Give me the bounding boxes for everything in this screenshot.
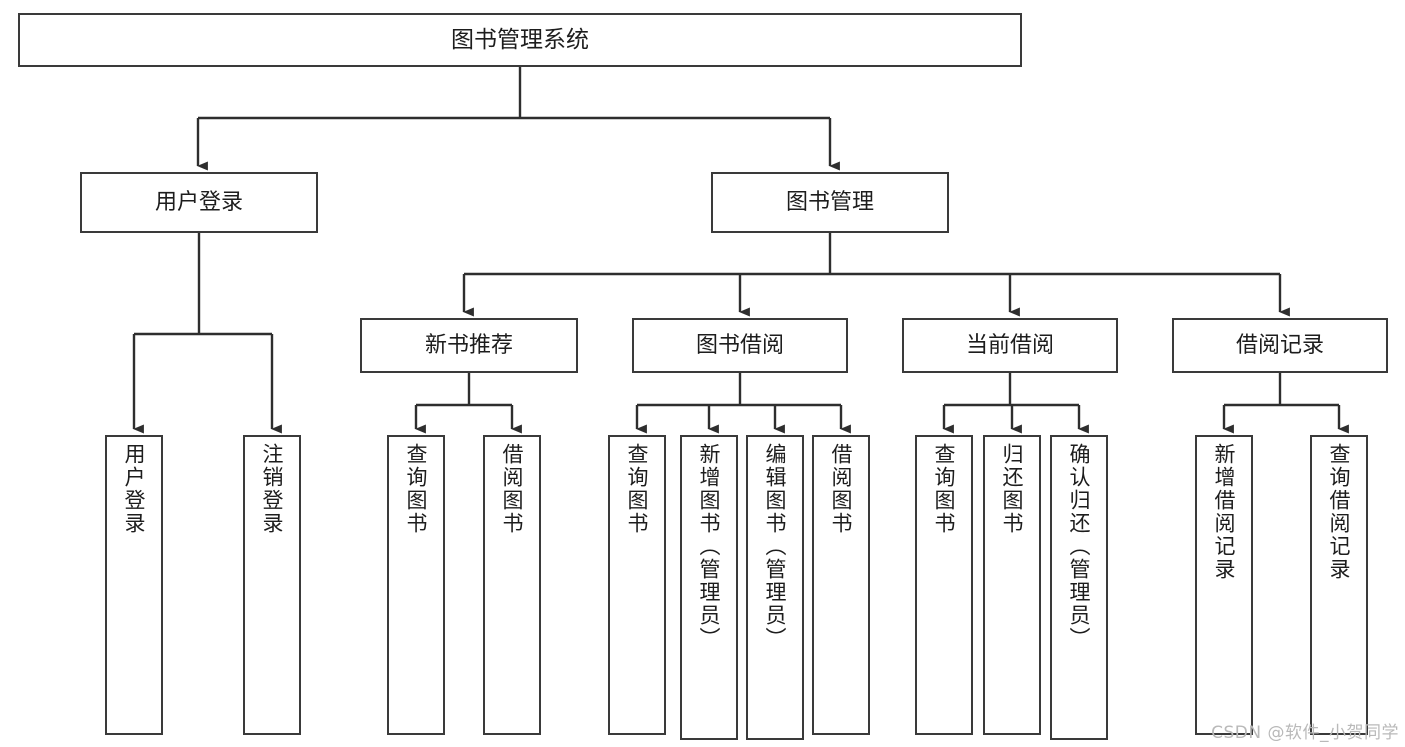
leaf-logout[interactable]: 注销登录 bbox=[243, 435, 301, 735]
node-root[interactable]: 图书管理系统 bbox=[18, 13, 1022, 67]
node-current-borrow-label: 当前借阅 bbox=[965, 332, 1054, 358]
leaf-query-book-recommend-label: 查询图书 bbox=[404, 443, 429, 535]
leaf-return-book-label: 归还图书 bbox=[1000, 443, 1025, 535]
node-current-borrow[interactable]: 当前借阅 bbox=[902, 318, 1118, 373]
leaf-borrow-book-recommend[interactable]: 借阅图书 bbox=[483, 435, 541, 735]
leaf-add-book-admin-label: 新增图书（管理员） bbox=[697, 443, 722, 650]
node-new-book-recommend-label: 新书推荐 bbox=[424, 332, 513, 358]
leaf-query-borrow-record[interactable]: 查询借阅记录 bbox=[1310, 435, 1368, 735]
node-book-borrow-label: 图书借阅 bbox=[695, 332, 784, 358]
leaf-add-borrow-record[interactable]: 新增借阅记录 bbox=[1195, 435, 1253, 735]
leaf-query-book-label: 查询图书 bbox=[625, 443, 650, 535]
leaf-add-borrow-record-label: 新增借阅记录 bbox=[1212, 443, 1237, 581]
leaf-return-book[interactable]: 归还图书 bbox=[983, 435, 1041, 735]
leaf-confirm-return-admin[interactable]: 确认归还（管理员） bbox=[1050, 435, 1108, 740]
leaf-edit-book-admin[interactable]: 编辑图书（管理员） bbox=[746, 435, 804, 740]
node-user-login-label: 用户登录 bbox=[154, 189, 243, 215]
leaf-query-book[interactable]: 查询图书 bbox=[608, 435, 666, 735]
leaf-query-book-current-label: 查询图书 bbox=[932, 443, 957, 535]
csdn-watermark: CSDN @软件_小贺同学 bbox=[1211, 723, 1399, 743]
leaf-query-book-recommend[interactable]: 查询图书 bbox=[387, 435, 445, 735]
leaf-query-borrow-record-label: 查询借阅记录 bbox=[1327, 443, 1352, 581]
leaf-add-book-admin[interactable]: 新增图书（管理员） bbox=[680, 435, 738, 740]
node-new-book-recommend[interactable]: 新书推荐 bbox=[360, 318, 578, 373]
node-user-login[interactable]: 用户登录 bbox=[80, 172, 318, 233]
node-book-management-label: 图书管理 bbox=[785, 189, 874, 215]
node-book-management[interactable]: 图书管理 bbox=[711, 172, 949, 233]
leaf-borrow-book-recommend-label: 借阅图书 bbox=[500, 443, 525, 535]
leaf-user-login-label: 用户登录 bbox=[122, 443, 147, 535]
leaf-user-login[interactable]: 用户登录 bbox=[105, 435, 163, 735]
node-borrow-record-label: 借阅记录 bbox=[1235, 332, 1324, 358]
leaf-edit-book-admin-label: 编辑图书（管理员） bbox=[763, 443, 788, 650]
leaf-logout-label: 注销登录 bbox=[260, 443, 285, 535]
leaf-query-book-current[interactable]: 查询图书 bbox=[915, 435, 973, 735]
leaf-confirm-return-admin-label: 确认归还（管理员） bbox=[1067, 443, 1092, 650]
node-borrow-record[interactable]: 借阅记录 bbox=[1172, 318, 1388, 373]
node-root-label: 图书管理系统 bbox=[451, 26, 589, 53]
leaf-borrow-book-label: 借阅图书 bbox=[829, 443, 854, 535]
node-book-borrow[interactable]: 图书借阅 bbox=[632, 318, 848, 373]
leaf-borrow-book[interactable]: 借阅图书 bbox=[812, 435, 870, 735]
